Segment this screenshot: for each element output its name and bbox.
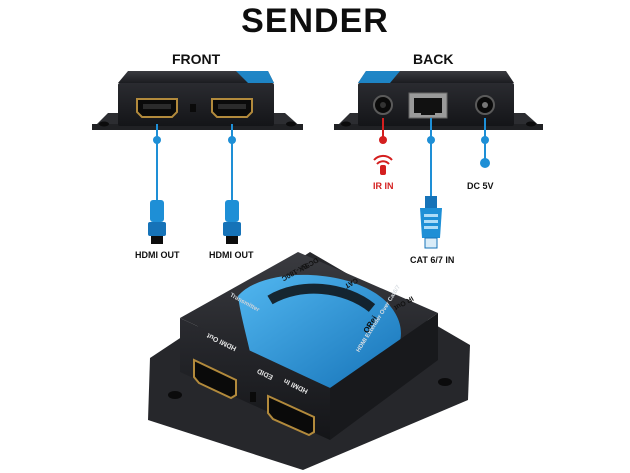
hdmi-out-label-1: HDMI OUT: [135, 250, 180, 260]
ir-signal-icon: [373, 154, 393, 175]
device-edid-switch-icon: [250, 392, 256, 402]
dc-5v-label: DC 5V: [467, 181, 494, 191]
cat-cable-plug-icon: [420, 196, 442, 249]
edid-switch-icon: [190, 104, 196, 112]
hdmi-cable-plug-2-icon: [223, 200, 241, 244]
device-hdmi-out-port-icon: [193, 358, 237, 400]
ir-in-jack-icon: [373, 95, 393, 115]
ir-in-label: IR IN: [373, 181, 394, 191]
hdmi-out-label-2: HDMI OUT: [209, 250, 254, 260]
front-heading: FRONT: [172, 51, 221, 67]
device-perspective: [148, 252, 470, 470]
front-unit: [92, 71, 303, 244]
cat-in-label: CAT 6/7 IN: [410, 255, 455, 265]
back-unit: [334, 71, 543, 249]
device-hdmi-in-port-icon: [267, 394, 315, 437]
dc-jack-icon: [475, 95, 495, 115]
rj45-port-icon: [408, 92, 448, 119]
page-title: SENDER: [241, 2, 389, 40]
hdmi-out-port-1-icon: [136, 98, 178, 118]
hdmi-cable-plug-1-icon: [148, 200, 166, 244]
back-heading: BACK: [413, 51, 454, 67]
hdmi-out-port-2-icon: [211, 98, 253, 118]
